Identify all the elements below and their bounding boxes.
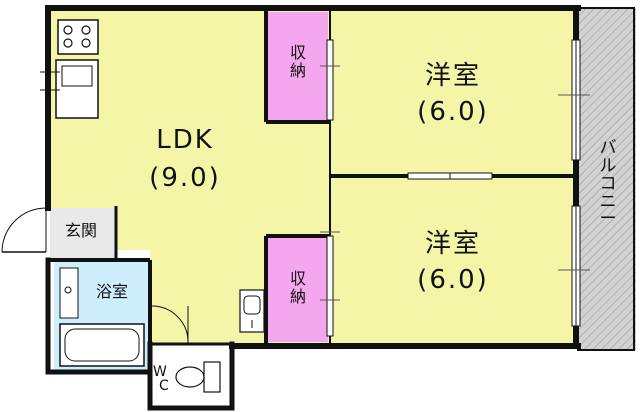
bedroom1-size: (6.0) xyxy=(417,97,489,127)
bedroom2-floor xyxy=(330,176,574,344)
closet1-char1: 収 xyxy=(289,43,306,62)
wc-door xyxy=(151,305,189,344)
closet1-label: 収 納 xyxy=(270,44,326,79)
stove-icon xyxy=(57,19,99,55)
sink-icon xyxy=(40,59,99,119)
bedroom1-floor xyxy=(330,10,574,176)
balcony-char: ル xyxy=(599,155,617,176)
bathtub-icon xyxy=(59,323,145,367)
entrance-door xyxy=(1,207,47,253)
ldk-size: (9.0) xyxy=(149,163,221,193)
ldk-label: LDK xyxy=(156,125,214,155)
balcony-label: バ ル コ ニ ー xyxy=(596,138,620,230)
balcony-floor xyxy=(578,8,636,350)
bedroom1-label: 洋室 xyxy=(424,61,481,91)
closet2-char2: 納 xyxy=(289,286,306,306)
bedroom2-label: 洋室 xyxy=(424,229,481,259)
entrance-floor xyxy=(50,208,116,260)
bedroom2-size: (6.0) xyxy=(417,265,489,295)
balcony-char: バ xyxy=(599,138,617,158)
entrance-label: 玄関 xyxy=(64,221,97,240)
balcony-char: ニ xyxy=(599,191,617,212)
bath-label: 浴室 xyxy=(95,282,128,301)
toilet-icon xyxy=(175,361,221,393)
balcony-char: ー xyxy=(599,209,617,230)
closet2-floor xyxy=(266,236,328,342)
basin-icon xyxy=(59,267,79,319)
closet2-char1: 収 xyxy=(289,269,306,288)
wc-label-c: C xyxy=(159,378,169,394)
closet2-label: 収 納 xyxy=(270,270,326,305)
closet1-char2: 納 xyxy=(289,60,306,80)
wc-label-w: W xyxy=(153,364,167,380)
washbasin-icon xyxy=(239,289,265,333)
balcony-char: コ xyxy=(599,173,617,194)
closet1-floor xyxy=(266,12,328,122)
